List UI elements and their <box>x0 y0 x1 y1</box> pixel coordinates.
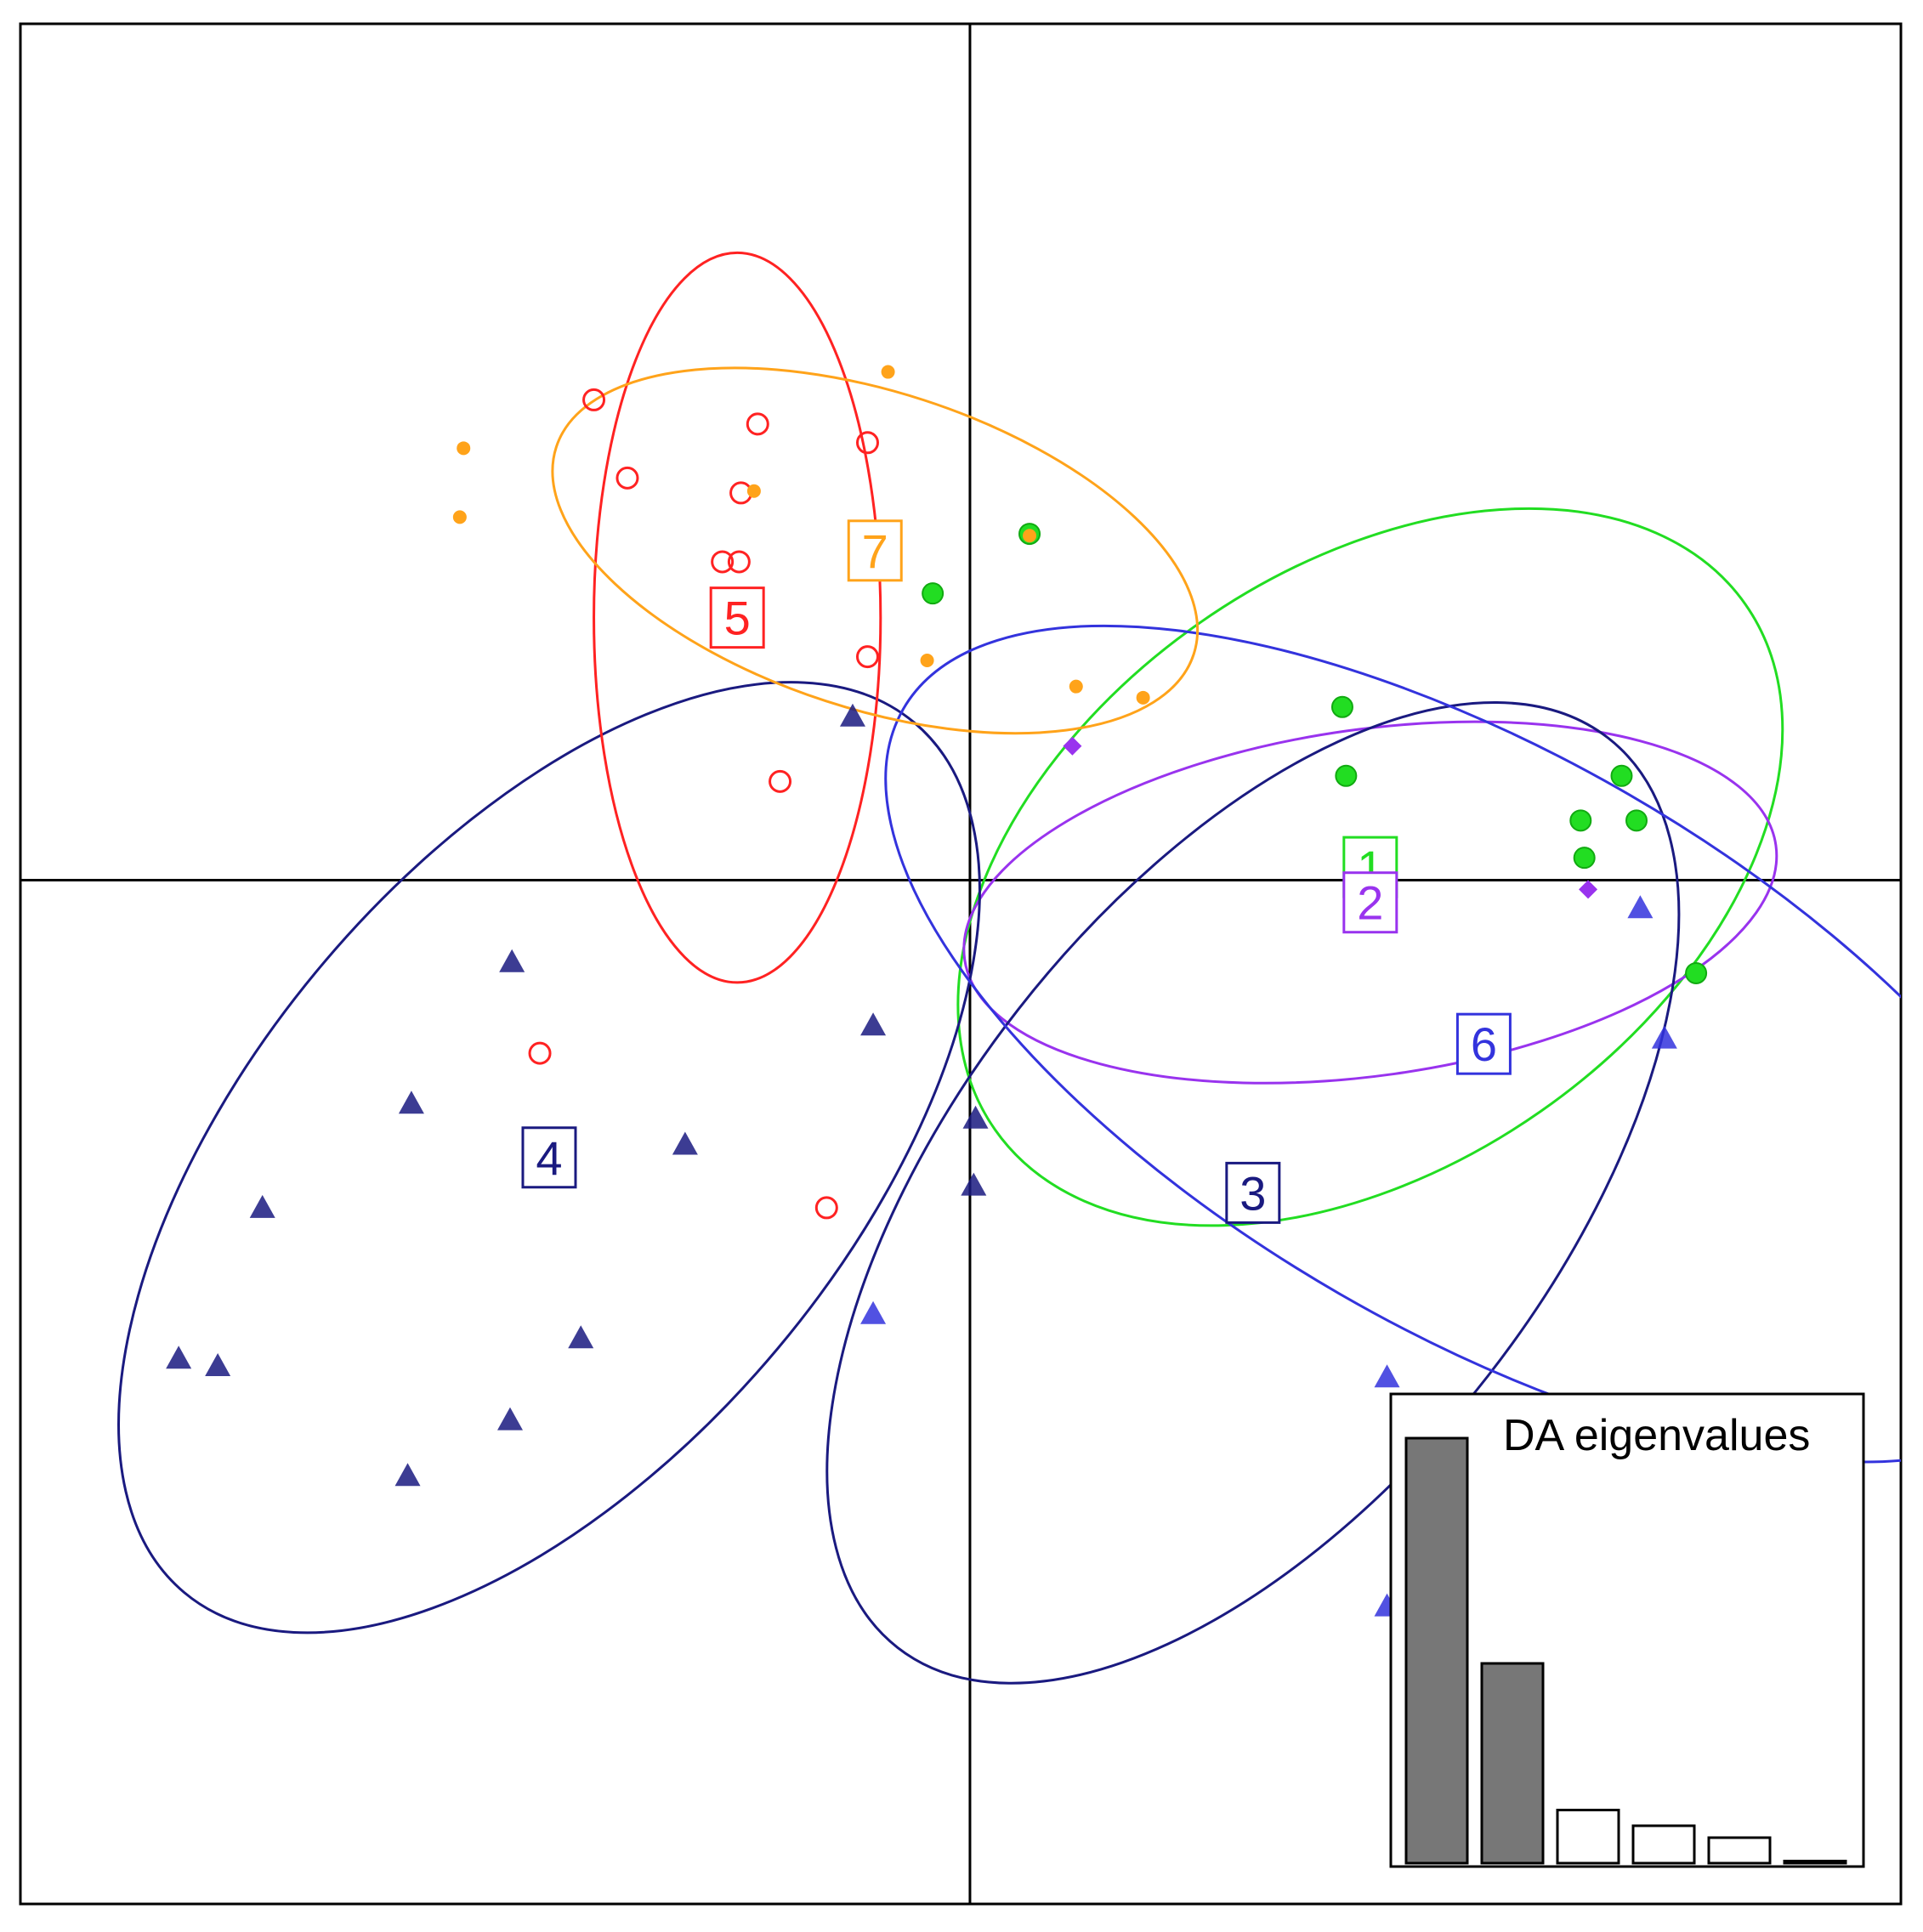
point-group-7 <box>457 441 471 456</box>
group-label-2: 2 <box>1342 871 1398 934</box>
point-group-4 <box>394 1463 421 1487</box>
ellipse-group-5 <box>593 251 882 984</box>
eigenvalue-bar <box>1480 1662 1545 1865</box>
ellipse-group-6 <box>884 624 1901 1464</box>
point-group-4 <box>496 1407 523 1431</box>
point-group-4 <box>166 1346 192 1369</box>
group-label-3: 3 <box>1225 1161 1281 1224</box>
point-group-5 <box>727 550 751 574</box>
point-group-5 <box>615 466 639 490</box>
point-group-7 <box>746 484 761 498</box>
point-group-3 <box>962 1105 989 1129</box>
point-group-3 <box>961 1172 987 1196</box>
point-group-1 <box>1335 764 1358 787</box>
point-group-6 <box>1374 1364 1400 1388</box>
point-group-4 <box>568 1325 594 1349</box>
point-group-4 <box>249 1194 275 1218</box>
point-group-2 <box>1063 736 1082 756</box>
point-group-5 <box>855 431 879 455</box>
point-group-4 <box>205 1353 231 1377</box>
group-label-box <box>847 519 903 582</box>
ellipses <box>117 251 1901 1685</box>
group-label-box <box>709 586 765 649</box>
eigenvalue-bar <box>1783 1860 1847 1865</box>
eigenvalue-bar <box>1631 1824 1696 1865</box>
group-label-text: 7 <box>862 524 888 578</box>
ellipse-group-2 <box>962 720 1778 1085</box>
point-group-7 <box>1136 690 1150 705</box>
point-group-4 <box>398 1091 424 1114</box>
point-group-1 <box>1625 809 1648 832</box>
group-label-text: 4 <box>536 1131 562 1185</box>
group-label-5: 5 <box>709 586 765 649</box>
point-group-6 <box>1651 1025 1677 1049</box>
point-group-6 <box>860 1300 887 1324</box>
eigenvalue-bar <box>1404 1436 1469 1865</box>
point-group-7 <box>881 365 895 379</box>
eigenvalue-bar <box>1556 1809 1620 1865</box>
group-label-text: 3 <box>1239 1166 1266 1220</box>
ellipse-group-3 <box>825 701 1681 1685</box>
point-group-7 <box>1023 529 1037 543</box>
point-group-5 <box>582 388 606 411</box>
inset-bars <box>1404 1436 1847 1865</box>
point-group-5 <box>711 550 735 574</box>
group-label-4: 4 <box>521 1126 577 1189</box>
point-group-1 <box>1685 961 1708 984</box>
point-group-7 <box>920 654 934 668</box>
group-label-6: 6 <box>1455 1012 1512 1075</box>
point-group-4 <box>672 1131 698 1155</box>
point-group-1 <box>922 582 944 605</box>
point-group-4 <box>839 703 865 727</box>
point-group-5 <box>528 1041 552 1065</box>
point-group-1 <box>1569 809 1592 832</box>
eigenvalue-inset: DA eigenvalues <box>1389 1392 1865 1868</box>
inset-title: DA eigenvalues <box>1503 1411 1810 1460</box>
point-group-1 <box>1330 695 1353 718</box>
point-group-5 <box>814 1196 838 1220</box>
point-group-1 <box>1573 847 1596 870</box>
point-group-1 <box>1610 764 1633 787</box>
group-label-box <box>1455 1012 1512 1075</box>
inset-frame <box>1389 1392 1865 1868</box>
group-label-box <box>1342 871 1398 934</box>
group-label-text: 5 <box>724 592 751 645</box>
group-label-box <box>521 1126 577 1189</box>
point-group-4 <box>499 949 525 972</box>
group-label-7: 7 <box>847 519 903 582</box>
point-group-5 <box>855 645 879 669</box>
points <box>166 365 1708 1617</box>
point-group-5 <box>746 412 769 436</box>
point-group-7 <box>1069 679 1083 694</box>
ellipse-group-7 <box>551 366 1200 735</box>
point-group-3 <box>860 1012 887 1036</box>
eigenvalue-bar <box>1707 1836 1772 1865</box>
point-group-6 <box>1627 895 1654 919</box>
group-label-text: 6 <box>1471 1017 1497 1071</box>
ellipse-group-1 <box>956 507 1784 1227</box>
point-group-7 <box>452 510 467 524</box>
group-label-box <box>1225 1161 1281 1224</box>
axes <box>20 24 1901 1904</box>
point-group-2 <box>1579 880 1598 899</box>
group-label-text: 2 <box>1357 876 1383 930</box>
point-group-5 <box>769 769 792 793</box>
